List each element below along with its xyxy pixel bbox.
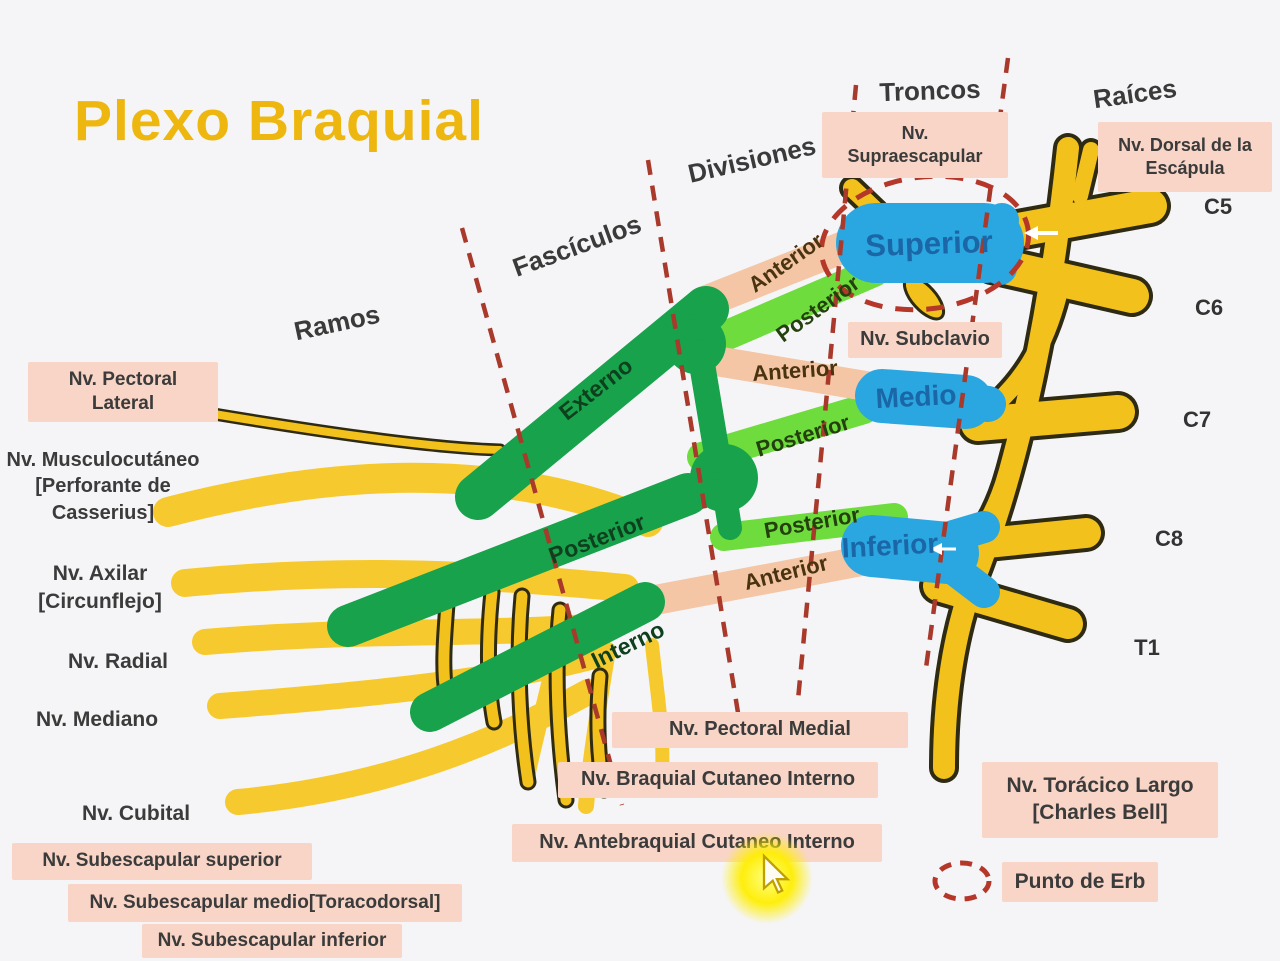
nerve-box-braquial-cutaneo-text: Nv. Braquial Cutaneo Interno	[580, 768, 856, 791]
nerve-box-dorsal-escapula: Nv. Dorsal de la Escápula	[1098, 122, 1272, 192]
nerve-label-musculocutaneo: Nv. Musculocutáneo [Perforante de Casser…	[6, 449, 200, 524]
nerve-box-subescapular-superior-text: Nv. Subescapular superior	[42, 850, 282, 872]
white-arrows	[930, 226, 1058, 555]
root-label-c5: C5	[1203, 194, 1233, 219]
page-title: Plexo Braquial	[74, 89, 484, 153]
nerve-box-subescapular-inferior: Nv. Subescapular inferior	[142, 924, 402, 958]
nerve-box-pectoral-lateral: Nv. Pectoral Lateral	[28, 362, 218, 422]
nerve-box-punto-erb: Punto de Erb	[1002, 862, 1158, 902]
nerve-box-punto-erb-text: Punto de Erb	[1014, 869, 1146, 893]
nerve-box-subclavio-text: Nv. Subclavio	[860, 328, 990, 351]
mouse-cursor-icon	[762, 853, 791, 894]
nerve-box-pectoral-medial: Nv. Pectoral Medial	[612, 712, 908, 748]
root-label-c8: C8	[1154, 526, 1184, 551]
erb-legend-ellipse	[932, 860, 992, 902]
root-label-c6: C6	[1194, 295, 1224, 320]
trunks-blue	[836, 203, 1024, 608]
nerve-label-axilar: Nv. Axilar [Circunflejo]	[38, 562, 162, 613]
nerve-box-dorsal-escapula-text: Nv. Dorsal de la Escápula	[1118, 134, 1252, 178]
nerve-box-pectoral-lateral-text: Nv. Pectoral Lateral	[68, 368, 178, 414]
nerve-box-pectoral-medial-text: Nv. Pectoral Medial	[669, 718, 851, 741]
fascicles-green	[327, 286, 758, 732]
nerve-box-subclavio: Nv. Subclavio	[848, 322, 1002, 358]
nerve-label-cubital: Nv. Cubital	[81, 802, 191, 825]
nerve-box-subescapular-superior: Nv. Subescapular superior	[12, 843, 312, 880]
root-label-c7: C7	[1182, 407, 1212, 432]
pectoral-lateral-nerve	[171, 401, 507, 457]
nerve-box-toracico-largo-text: Nv. Torácico Largo [Charles Bell]	[1006, 774, 1194, 824]
nerve-box-subescapular-inferior-text: Nv. Subescapular inferior	[157, 929, 387, 951]
nerve-box-braquial-cutaneo: Nv. Braquial Cutaneo Interno	[558, 762, 878, 798]
nerve-box-subescapular-medio: Nv. Subescapular medio[Toracodorsal]	[68, 884, 462, 922]
nerve-label-radial: Nv. Radial	[68, 650, 168, 673]
root-label-t1: T1	[1134, 635, 1160, 660]
nerve-box-subescapular-medio-text: Nv. Subescapular medio[Toracodorsal]	[89, 891, 441, 913]
nerve-box-toracico-largo: Nv. Torácico Largo [Charles Bell]	[982, 762, 1218, 838]
nerve-box-supraescapular-text: Nv. Supraescapular	[847, 122, 983, 166]
zone-dashed-lines	[459, 57, 1011, 806]
nerve-box-supraescapular: Nv. Supraescapular	[822, 112, 1008, 178]
nerve-label-mediano: Nv. Mediano	[35, 708, 159, 731]
